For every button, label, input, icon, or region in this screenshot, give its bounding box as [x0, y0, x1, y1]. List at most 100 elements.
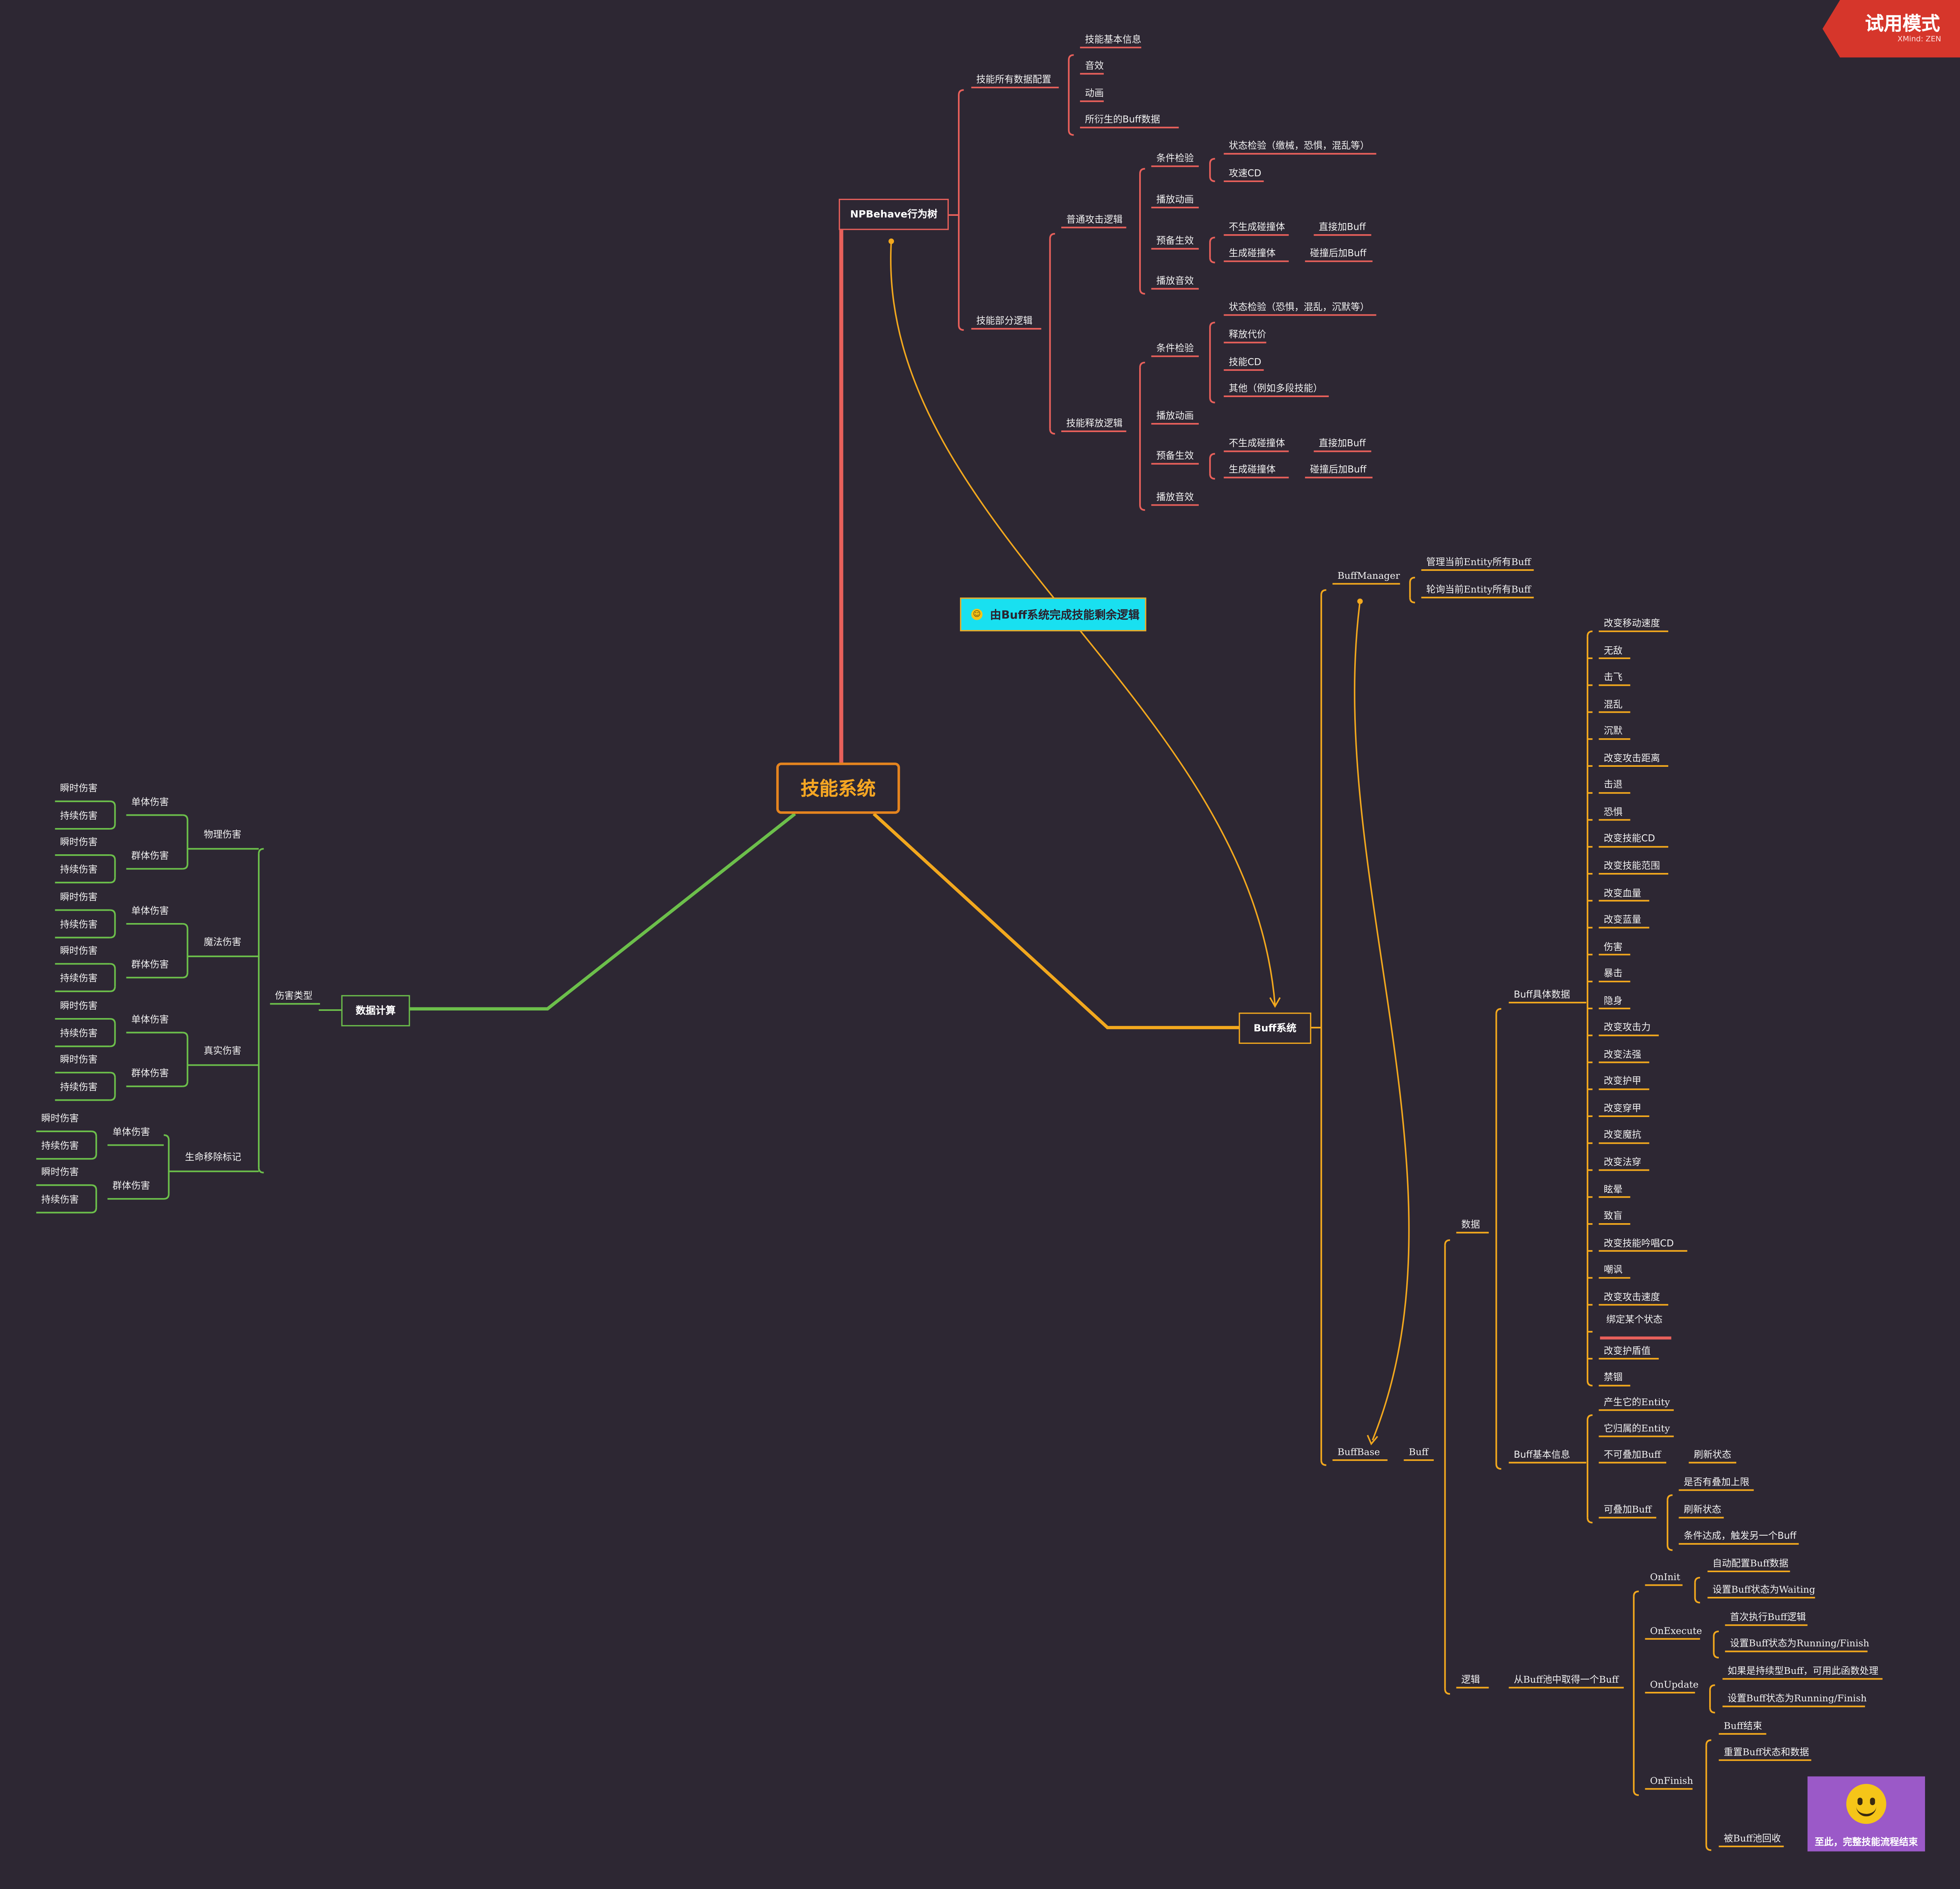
subtopic-label[interactable]: OnInit: [1650, 1571, 1681, 1583]
subtopic-label[interactable]: 伤害: [1603, 941, 1623, 952]
subtopic-label[interactable]: Buff基本信息: [1514, 1449, 1570, 1460]
subtopic-label[interactable]: 设置Buff状态为Waiting: [1712, 1584, 1815, 1595]
subtopic-label[interactable]: 持续伤害: [60, 919, 98, 930]
subtopic-label[interactable]: 瞬时伤害: [60, 836, 98, 848]
subtopic-label[interactable]: 逻辑: [1461, 1674, 1480, 1685]
subtopic-label[interactable]: 攻速CD: [1229, 167, 1262, 179]
subtopic-label[interactable]: 预备生效: [1156, 235, 1194, 246]
subtopic-label[interactable]: 改变护甲: [1603, 1075, 1642, 1087]
subtopic-label[interactable]: 直接加Buff: [1318, 437, 1366, 449]
subtopic-label[interactable]: 音效: [1085, 60, 1104, 72]
subtopic-label[interactable]: 改变蓝量: [1603, 913, 1642, 925]
subtopic-label[interactable]: 生成碰撞体: [1229, 247, 1276, 259]
subtopic-label[interactable]: 其他（例如多段技能）: [1229, 382, 1323, 394]
subtopic-label[interactable]: 改变护盾值: [1603, 1345, 1651, 1356]
subtopic-label[interactable]: 暴击: [1603, 968, 1623, 979]
subtopic-label[interactable]: 动画: [1085, 87, 1104, 99]
subtopic-label[interactable]: 持续伤害: [60, 810, 98, 822]
npbehave-topic[interactable]: NPBehave行为树: [839, 199, 949, 230]
subtopic-label[interactable]: 持续伤害: [60, 1081, 98, 1093]
data-calc-topic[interactable]: 数据计算: [341, 995, 410, 1026]
subtopic-label[interactable]: 从Buff池中取得一个Buff: [1514, 1674, 1619, 1685]
subtopic-label[interactable]: 无敌: [1603, 644, 1623, 656]
subtopic-label[interactable]: 击飞: [1603, 671, 1623, 683]
subtopic-label[interactable]: 改变技能CD: [1603, 833, 1655, 844]
subtopic-label[interactable]: 伤害类型: [275, 990, 313, 1001]
subtopic-label[interactable]: 瞬时伤害: [60, 891, 98, 903]
subtopic-label[interactable]: OnFinish: [1650, 1775, 1693, 1786]
subtopic-label[interactable]: Buff: [1409, 1446, 1429, 1458]
subtopic-label[interactable]: 轮询当前Entity所有Buff: [1426, 584, 1531, 595]
subtopic-label[interactable]: 刷新状态: [1684, 1504, 1722, 1515]
npb-logic-label[interactable]: 技能部分逻辑: [976, 315, 1033, 326]
subtopic-label[interactable]: 条件检验: [1156, 152, 1194, 164]
subtopic-label[interactable]: 嘲讽: [1603, 1264, 1623, 1276]
subtopic-label[interactable]: 改变技能范围: [1603, 860, 1660, 871]
subtopic-label[interactable]: 改变穿甲: [1603, 1102, 1642, 1114]
subtopic-label[interactable]: 管理当前Entity所有Buff: [1426, 556, 1531, 568]
subtopic-label[interactable]: 不生成碰撞体: [1229, 221, 1285, 233]
subtopic-label[interactable]: 眩晕: [1603, 1183, 1623, 1195]
subtopic-label[interactable]: 改变血量: [1603, 887, 1642, 898]
subtopic-label[interactable]: 如果是持续型Buff，可用此函数处理: [1727, 1665, 1879, 1677]
subtopic-label[interactable]: 改变攻击力: [1603, 1022, 1651, 1033]
subtopic-label[interactable]: 所衍生的Buff数据: [1085, 114, 1160, 125]
subtopic-label[interactable]: OnExecute: [1650, 1625, 1702, 1637]
relationship-note[interactable]: ☺由Buff系统完成技能剩余逻辑: [960, 597, 1146, 632]
subtopic-label[interactable]: 重置Buff状态和数据: [1723, 1746, 1809, 1758]
subtopic-label[interactable]: 群体伤害: [131, 1067, 169, 1079]
npb-config-label[interactable]: 技能所有数据配置: [976, 74, 1051, 85]
subtopic-label[interactable]: 状态检验（恐惧，混乱，沉默等）: [1229, 301, 1370, 313]
subtopic-label[interactable]: 单体伤害: [112, 1126, 150, 1138]
subtopic-label[interactable]: 改变法穿: [1603, 1156, 1642, 1168]
subtopic-label[interactable]: 禁锢: [1603, 1372, 1623, 1383]
subtopic-label[interactable]: Buff具体数据: [1514, 989, 1570, 1000]
subtopic-label[interactable]: 物理伤害: [204, 829, 241, 840]
subtopic-label[interactable]: 播放音效: [1156, 275, 1194, 287]
subtopic-label[interactable]: 播放音效: [1156, 491, 1194, 503]
subtopic-label[interactable]: 不可叠加Buff: [1603, 1449, 1661, 1460]
subtopic-label[interactable]: 群体伤害: [112, 1180, 150, 1191]
subtopic-label[interactable]: 状态检验（缴械，恐惧，混乱等）: [1229, 140, 1370, 151]
subtopic-label[interactable]: 设置Buff状态为Running/Finish: [1730, 1637, 1869, 1649]
subtopic-label[interactable]: 绑定某个状态: [1606, 1314, 1663, 1326]
subtopic-label[interactable]: 是否有叠加上限: [1684, 1476, 1750, 1488]
subtopic-label[interactable]: 瞬时伤害: [60, 945, 98, 956]
subtopic-label[interactable]: 直接加Buff: [1318, 221, 1366, 233]
subtopic-label[interactable]: 改变移动速度: [1603, 617, 1660, 629]
subtopic-label[interactable]: 条件达成，触发另一个Buff: [1684, 1530, 1797, 1542]
subtopic-label[interactable]: 持续伤害: [41, 1140, 79, 1152]
subtopic-label[interactable]: 自动配置Buff数据: [1712, 1557, 1789, 1569]
subtopic-label[interactable]: 持续伤害: [60, 1028, 98, 1039]
subtopic-label[interactable]: 单体伤害: [131, 796, 169, 808]
trial-mode-badge[interactable]: 试用模式 XMind: ZEN: [1822, 0, 1960, 58]
root-topic[interactable]: 技能系统: [776, 762, 900, 814]
subtopic-label[interactable]: 持续伤害: [60, 972, 98, 984]
subtopic-label[interactable]: 生成碰撞体: [1229, 464, 1276, 475]
subtopic-label[interactable]: 瞬时伤害: [41, 1166, 79, 1178]
subtopic-label[interactable]: 瞬时伤害: [60, 782, 98, 794]
subtopic-label[interactable]: 首次执行Buff逻辑: [1730, 1611, 1806, 1623]
subtopic-label[interactable]: 魔法伤害: [204, 936, 241, 948]
subtopic-label[interactable]: 瞬时伤害: [41, 1112, 79, 1124]
subtopic-label[interactable]: 沉默: [1603, 725, 1623, 737]
subtopic-label[interactable]: 技能基本信息: [1085, 33, 1142, 45]
subtopic-label[interactable]: 可叠加Buff: [1603, 1504, 1652, 1515]
subtopic-label[interactable]: 碰撞后加Buff: [1310, 247, 1367, 259]
subtopic-label[interactable]: 预备生效: [1156, 450, 1194, 462]
subtopic-label[interactable]: 播放动画: [1156, 410, 1194, 421]
subtopic-label[interactable]: 隐身: [1603, 995, 1623, 1006]
subtopic-label[interactable]: 单体伤害: [131, 1014, 169, 1025]
subtopic-label[interactable]: 改变魔抗: [1603, 1129, 1642, 1141]
subtopic-label[interactable]: 条件检验: [1156, 342, 1194, 354]
subtopic-label[interactable]: 真实伤害: [204, 1045, 241, 1057]
subtopic-label[interactable]: 改变技能吟唱CD: [1603, 1237, 1674, 1249]
subtopic-label[interactable]: 群体伤害: [131, 959, 169, 970]
subtopic-label[interactable]: 瞬时伤害: [60, 1054, 98, 1065]
subtopic-label[interactable]: 技能CD: [1229, 356, 1262, 368]
subtopic-label[interactable]: 混乱: [1603, 698, 1623, 710]
subtopic-label[interactable]: 设置Buff状态为Running/Finish: [1727, 1693, 1867, 1704]
subtopic-label[interactable]: 持续伤害: [60, 864, 98, 875]
subtopic-label[interactable]: 普通攻击逻辑: [1066, 213, 1123, 225]
subtopic-label[interactable]: 产生它的Entity: [1603, 1396, 1670, 1408]
